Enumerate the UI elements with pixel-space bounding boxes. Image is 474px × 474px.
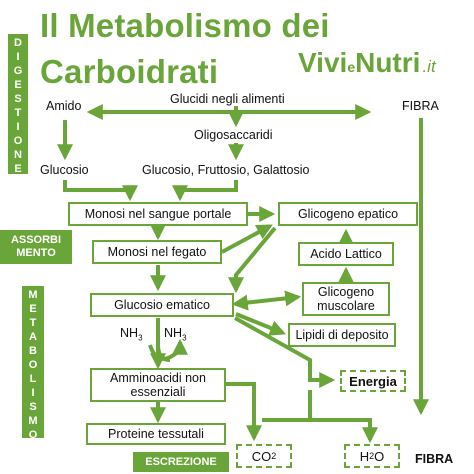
nh3-left-text: NH <box>120 326 139 340</box>
co2-sub: 2 <box>271 451 277 461</box>
h2o-text-a: H <box>359 448 370 464</box>
phase-escrezione: ESCREZIONE <box>133 452 229 472</box>
metabolismo-letter: B <box>29 345 37 357</box>
logo-part-e: e <box>347 59 356 75</box>
metabolismo-letter: A <box>29 331 37 343</box>
logo-part-it: .it <box>422 57 436 76</box>
metabolismo-letter: M <box>28 289 38 301</box>
box-lipidi: Lipidi di deposito <box>288 323 396 347</box>
glicogeno-muscolare-line-1: Glicogeno <box>317 285 375 299</box>
label-nh3-right: NH3 <box>164 326 187 343</box>
metabolismo-letter: O <box>28 429 38 441</box>
digestione-letter: T <box>14 107 22 119</box>
glicogeno-muscolare-line-2: muscolare <box>317 299 375 313</box>
title-line-2: Carboidrati <box>40 53 219 90</box>
nh3-right-sub: 3 <box>182 333 187 343</box>
box-glicogeno-epatico: Glicogeno epatico <box>278 202 418 226</box>
label-oligosaccaridi: Oligosaccaridi <box>194 128 273 142</box>
digestione-letter: D <box>14 37 22 49</box>
metabolismo-letter: S <box>29 401 37 413</box>
digestione-letter: S <box>14 93 22 105</box>
amminoacidi-line-2: essenziali <box>130 385 186 399</box>
assorbimento-line-2: MENTO <box>16 247 56 259</box>
metabolismo-letter: I <box>31 387 35 399</box>
nh3-right-text: NH <box>164 326 183 340</box>
box-acido-lattico: Acido Lattico <box>298 242 394 266</box>
vivienutri-logo: VivieNutri.it <box>298 48 436 83</box>
digestione-letter: E <box>14 163 22 175</box>
box-monosi-portale: Monosi nel sangue portale <box>68 202 248 226</box>
title-line-1: Il Metabolismo dei <box>40 7 330 44</box>
metabolismo-letter: E <box>29 303 37 315</box>
label-amido: Amido <box>46 99 82 113</box>
nh3-left-sub: 3 <box>138 333 143 343</box>
digestione-letter: I <box>16 121 20 133</box>
phase-assorbimento: ASSORBI MENTO <box>0 230 72 264</box>
box-glicogeno-muscolare: Glicogeno muscolare <box>302 282 390 316</box>
logo-part-vivi: Vivi <box>298 47 348 78</box>
box-glucosio-ematico: Glucosio ematico <box>90 293 234 317</box>
h2o-text-b: O <box>374 448 385 464</box>
h2o-sub: 2 <box>369 451 375 461</box>
metabolismo-letter: O <box>28 359 38 371</box>
label-monosaccaridi: Glucosio, Fruttosio, Galattosio <box>142 163 310 177</box>
amminoacidi-line-1: Amminoacidi non <box>110 371 206 385</box>
label-nh3-left: NH3 <box>120 326 143 343</box>
box-energia: Energia <box>340 370 406 392</box>
label-glucidi: Glucidi negli alimenti <box>170 92 285 106</box>
metabolismo-letter: M <box>28 415 38 427</box>
box-monosi-fegato: Monosi nel fegato <box>92 240 222 264</box>
label-fibra-bottom: FIBRA <box>415 452 454 466</box>
assorbimento-line-1: ASSORBI <box>10 234 62 246</box>
metabolismo-letter: T <box>29 317 37 329</box>
digestione-letter: I <box>16 51 20 63</box>
box-proteine: Proteine tessutali <box>86 423 226 445</box>
digestione-letter: O <box>13 135 23 147</box>
digestione-letter: G <box>13 65 23 77</box>
label-fibra-top: FIBRA <box>402 99 439 113</box>
logo-part-nutri: Nutri <box>355 47 421 78</box>
digestione-letter: N <box>14 149 22 161</box>
digestione-letter: E <box>14 79 22 91</box>
co2-text: CO <box>251 448 272 464</box>
box-amminoacidi: Amminoacidi non essenziali <box>90 368 226 402</box>
label-glucosio: Glucosio <box>40 163 89 177</box>
metabolismo-letter: L <box>29 373 37 385</box>
